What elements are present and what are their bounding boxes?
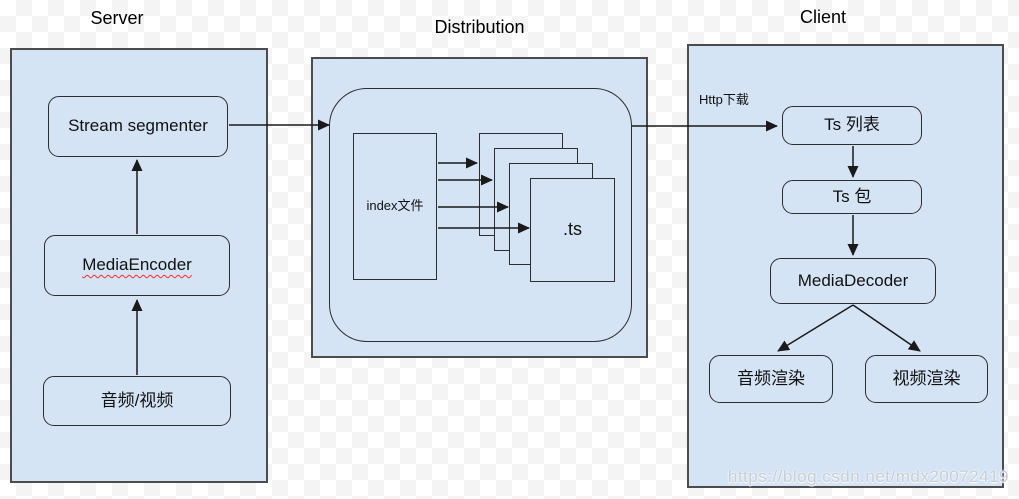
ts-segment-page-front: .ts: [530, 178, 615, 282]
node-media-decoder-label: MediaDecoder: [797, 270, 909, 290]
node-audio-render-label: 音频渲染: [737, 368, 805, 388]
node-audio-render: 音频渲染: [709, 355, 833, 403]
watermark-url: https://blog.csdn.net/mdx20072419: [727, 467, 1009, 486]
node-audio-video-label: 音频/视频: [100, 390, 174, 410]
node-media-decoder: MediaDecoder: [770, 258, 936, 304]
node-index-file-label: index文件: [366, 198, 424, 214]
node-ts-packet-label: Ts 包: [832, 186, 872, 206]
ts-file-label: .ts: [562, 219, 582, 240]
client-title: Client: [799, 7, 847, 27]
server-title: Server: [90, 8, 144, 28]
http-download-label: Http下载: [699, 92, 749, 107]
node-audio-video: 音频/视频: [43, 376, 231, 426]
node-ts-packet: Ts 包: [782, 180, 922, 214]
distribution-title: Distribution: [434, 17, 525, 37]
node-index-file: index文件: [353, 133, 437, 280]
node-stream-segmenter: Stream segmenter: [48, 96, 228, 157]
node-video-render: 视频渲染: [865, 355, 988, 403]
node-ts-list-label: Ts 列表: [824, 115, 880, 135]
node-media-encoder: MediaEncoder: [44, 235, 230, 296]
node-stream-segmenter-label: Stream segmenter: [68, 116, 208, 136]
distribution-inner-frame: [329, 88, 632, 342]
node-ts-list: Ts 列表: [782, 106, 922, 145]
node-video-render-label: 视频渲染: [892, 368, 961, 388]
node-media-encoder-label: MediaEncoder: [82, 255, 192, 275]
